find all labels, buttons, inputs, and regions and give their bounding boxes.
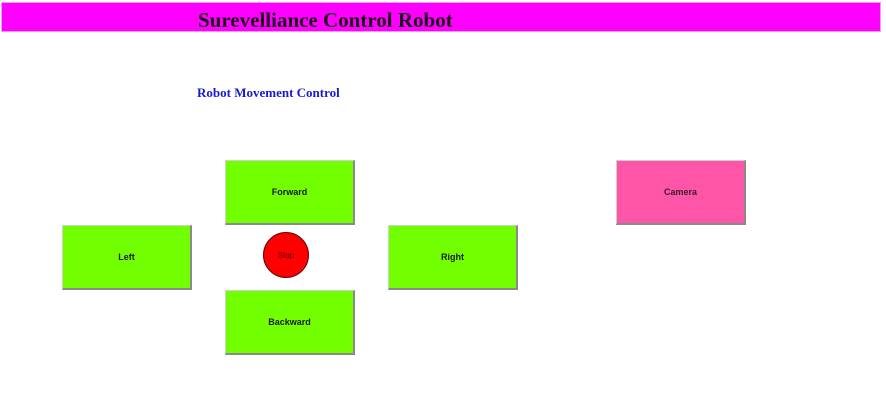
header-bar: Surevelliance Control Robot [1, 2, 881, 32]
section-title-movement: Robot Movement Control [197, 85, 340, 100]
right-button[interactable]: Right [388, 225, 518, 290]
backward-button[interactable]: Backward [225, 290, 355, 355]
camera-button[interactable]: Camera [616, 160, 746, 225]
left-button[interactable]: Left [62, 225, 192, 290]
page-title: Surevelliance Control Robot [198, 8, 453, 32]
stop-button[interactable]: Stop [263, 232, 309, 278]
forward-button[interactable]: Forward [225, 160, 355, 225]
